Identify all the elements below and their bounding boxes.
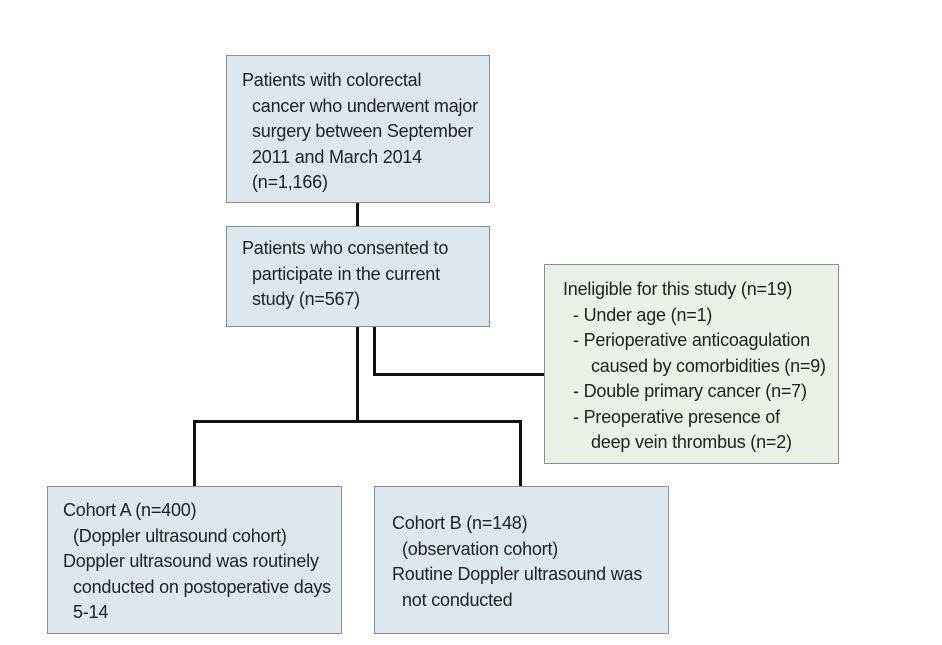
connector-to-cohort-a [193, 420, 196, 487]
box-text-line: Ineligible for this study (n=19) [563, 279, 793, 299]
box-text-line: deep vein thrombus (n=2) [591, 432, 792, 452]
box-text-line: - Preoperative presence of [573, 406, 780, 427]
box-text-line: Patients with colorectal [242, 70, 422, 90]
box-text-line: Doppler ultrasound was routinely [63, 551, 319, 571]
box-text-line: study (n=567) [252, 289, 360, 309]
box-text-line: participate in the current [252, 263, 440, 284]
connector-to-cohort-b [519, 420, 522, 487]
box-consented: Patients who consented to participate in… [226, 226, 490, 327]
connector-consented-down [356, 326, 359, 422]
box-text-line: - Double primary cancer (n=7) [573, 381, 807, 401]
connector-split-horizontal [193, 420, 522, 423]
box-text-line: 5-14 [73, 602, 109, 622]
box-text-line: not conducted [402, 589, 513, 610]
box-text-line: 2011 and March 2014 [252, 146, 422, 167]
connector-total-to-consented [356, 202, 359, 226]
box-text-line: - Perioperative anticoagulation [573, 330, 810, 350]
box-text-line: Cohort B (n=148) [392, 513, 528, 533]
box-ineligible: Ineligible for this study (n=19) - Under… [544, 264, 839, 464]
box-text-line: (observation cohort) [402, 538, 559, 559]
box-text-line: cancer who underwent major [252, 95, 478, 116]
connector-exclusion-horizontal [373, 373, 545, 376]
box-cohort-a: Cohort A (n=400) (Doppler ultrasound coh… [47, 486, 342, 634]
box-text-line: Patients who consented to [242, 238, 449, 258]
box-text-line: conducted on postoperative days [73, 576, 331, 597]
box-text-line: Cohort A (n=400) [63, 500, 197, 520]
box-text-line: (n=1,166) [252, 172, 328, 192]
box-text-line: surgery between September [252, 121, 474, 141]
connector-exclusion-vertical [373, 326, 376, 376]
box-cohort-b: Cohort B (n=148) (observation cohort) Ro… [374, 486, 669, 634]
box-text-line: caused by comorbidities (n=9) [591, 355, 826, 376]
box-text-line: Routine Doppler ultrasound was [392, 564, 643, 584]
box-text-line: - Under age (n=1) [573, 304, 713, 325]
box-patients-total: Patients with colorectal cancer who unde… [226, 55, 490, 203]
box-text-line: (Doppler ultrasound cohort) [73, 525, 287, 546]
